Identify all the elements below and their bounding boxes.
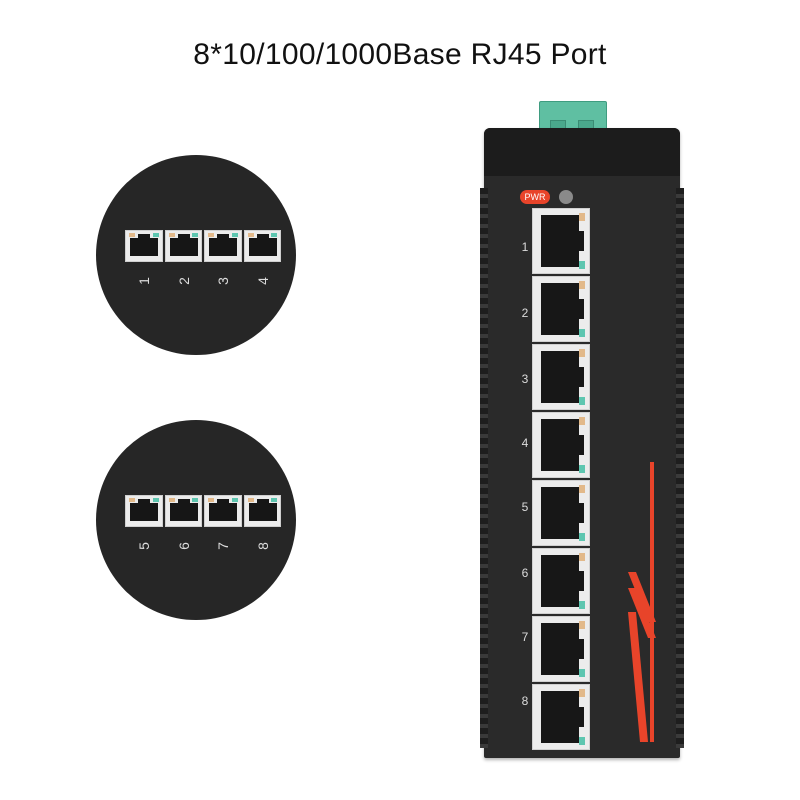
switch-port	[532, 480, 590, 546]
switch-port	[532, 344, 590, 410]
zoom-bubble-ports-5-8: 5 6 7 8	[96, 420, 296, 620]
switch-port	[532, 548, 590, 614]
port-label: 2	[175, 277, 192, 285]
power-led-icon	[559, 190, 573, 204]
switch-port	[532, 208, 590, 274]
port-label: 3	[214, 277, 231, 285]
port-label: 6	[175, 542, 192, 550]
rj45-port-5	[125, 495, 163, 527]
rj45-port-2	[164, 230, 202, 262]
port-number-label: 5	[521, 500, 529, 514]
switch-port	[532, 684, 590, 750]
pwr-badge: PWR	[520, 190, 550, 204]
switch-top-cap	[484, 128, 680, 176]
port-number-label: 1	[521, 240, 529, 254]
port-strip-bottom	[125, 495, 281, 527]
rj45-port-1	[125, 230, 163, 262]
port-label: 8	[254, 542, 271, 550]
rj45-port-7	[204, 495, 242, 527]
switch-port	[532, 276, 590, 342]
heat-sink-fins-left	[480, 188, 488, 748]
switch-port-column	[532, 208, 590, 752]
heat-sink-fins-right	[676, 188, 684, 748]
switch-port	[532, 412, 590, 478]
page-title: 8*10/100/1000Base RJ45 Port	[193, 38, 607, 71]
port-number-label: 6	[521, 566, 529, 580]
rj45-port-3	[204, 230, 242, 262]
port-label: 4	[254, 277, 271, 285]
port-number-label: 8	[521, 694, 529, 708]
port-label: 7	[214, 542, 231, 550]
port-label: 1	[135, 277, 152, 285]
port-number-label: 4	[521, 436, 529, 450]
zoom-bubble-ports-1-4: 1 2 3 4	[96, 155, 296, 355]
red-accent-stripe	[628, 462, 656, 742]
port-number-label: 2	[521, 306, 529, 320]
switch-port	[532, 616, 590, 682]
port-labels-top: 1 2 3 4	[125, 273, 281, 289]
port-strip-top	[125, 230, 281, 262]
port-number-label: 7	[521, 630, 529, 644]
port-number-label: 3	[521, 372, 529, 386]
port-labels-bottom: 5 6 7 8	[125, 538, 281, 554]
port-label: 5	[135, 542, 152, 550]
rj45-port-4	[243, 230, 281, 262]
rj45-port-8	[243, 495, 281, 527]
rj45-port-6	[164, 495, 202, 527]
